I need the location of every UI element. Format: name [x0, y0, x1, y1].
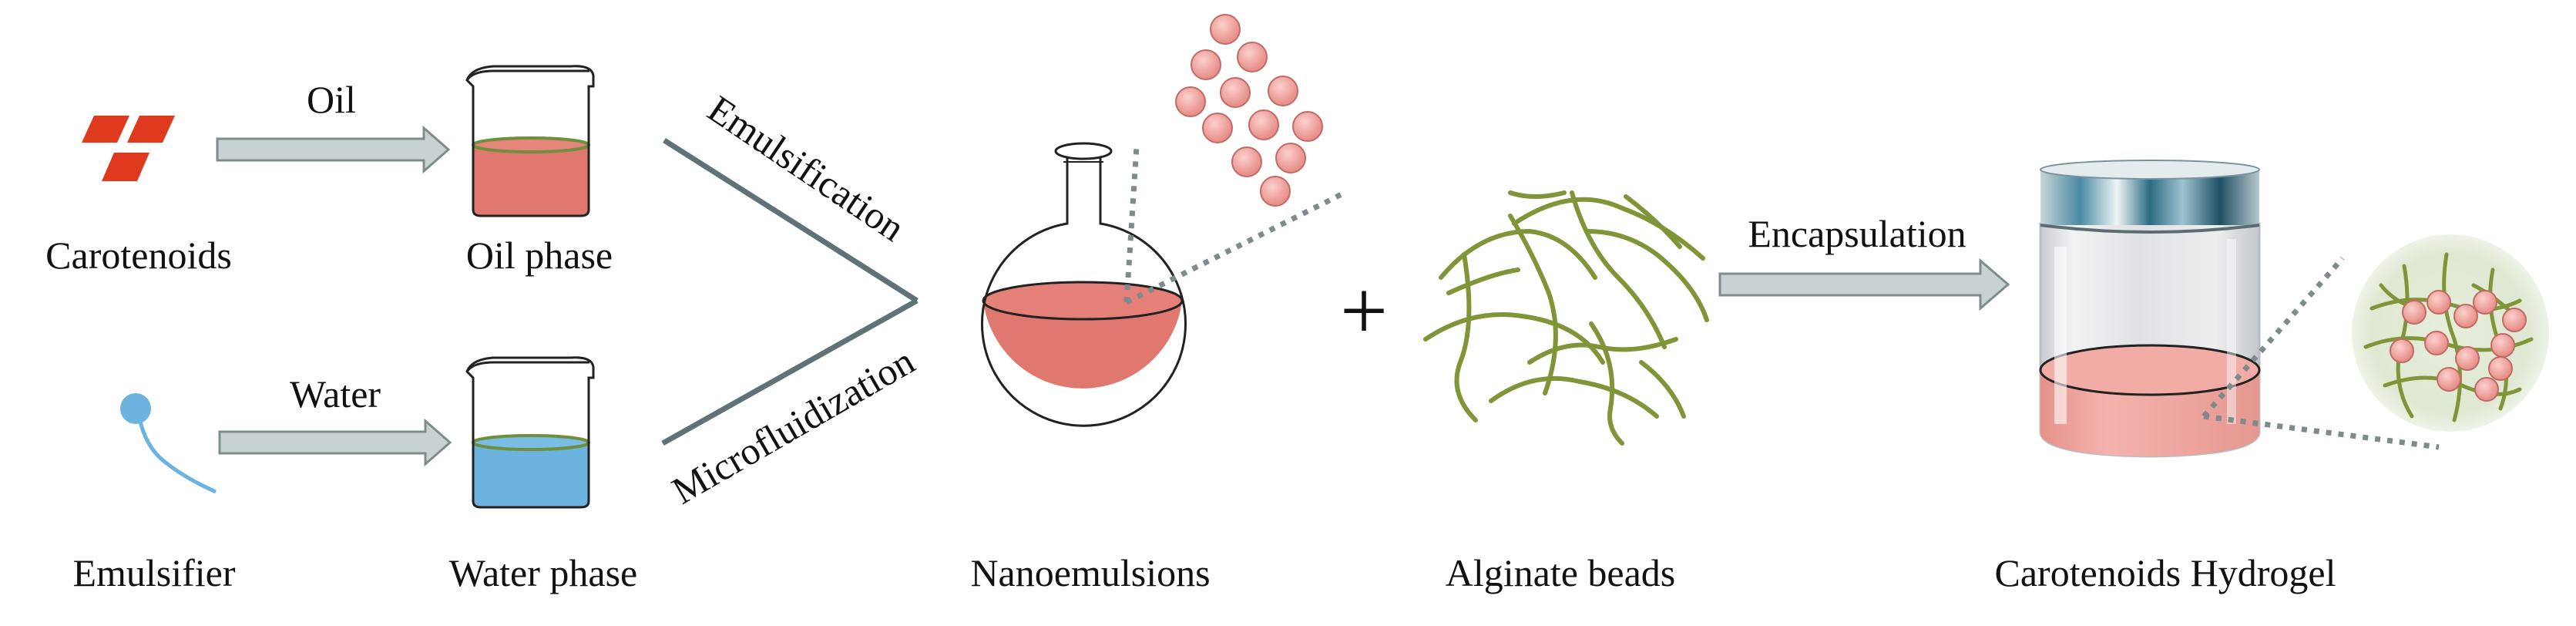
droplets-cluster — [1175, 14, 1323, 207]
hydrogel-zoom-circle — [2352, 234, 2549, 432]
carotenoids-label: Carotenoids — [45, 234, 232, 277]
carotenoids-icon — [82, 116, 175, 181]
oil-phase-label: Oil phase — [466, 234, 613, 277]
emulsification-label: Emulsification — [700, 87, 912, 250]
microfluidization-label: Microfluidization — [665, 339, 922, 513]
alginate-beads-label: Alginate beads — [1446, 551, 1676, 594]
encapsulation-arrow — [1718, 257, 2010, 311]
oil-arrow — [216, 125, 451, 174]
hydrogel-label: Carotenoids Hydrogel — [1995, 551, 2336, 594]
plus-sign: + — [1340, 264, 1388, 358]
oil-arrow-label: Oil — [307, 78, 356, 121]
jar-zoom-lines — [2202, 256, 2440, 450]
water-beaker-icon — [465, 356, 595, 509]
alginate-network-icon — [1423, 190, 1709, 446]
converging-lines — [661, 138, 919, 446]
emulsifier-icon — [120, 393, 217, 494]
round-flask-icon — [981, 142, 1187, 427]
nanoemulsions-label: Nanoemulsions — [970, 551, 1210, 594]
oil-beaker-icon — [465, 65, 595, 217]
water-phase-label: Water phase — [449, 551, 637, 594]
flask-zoom-lines — [1123, 146, 1346, 305]
water-arrow-label: Water — [290, 372, 381, 416]
emulsifier-label: Emulsifier — [72, 551, 235, 594]
hydrogel-jar-icon — [2039, 160, 2261, 458]
encapsulation-label: Encapsulation — [1748, 212, 1966, 255]
water-arrow — [218, 418, 452, 467]
